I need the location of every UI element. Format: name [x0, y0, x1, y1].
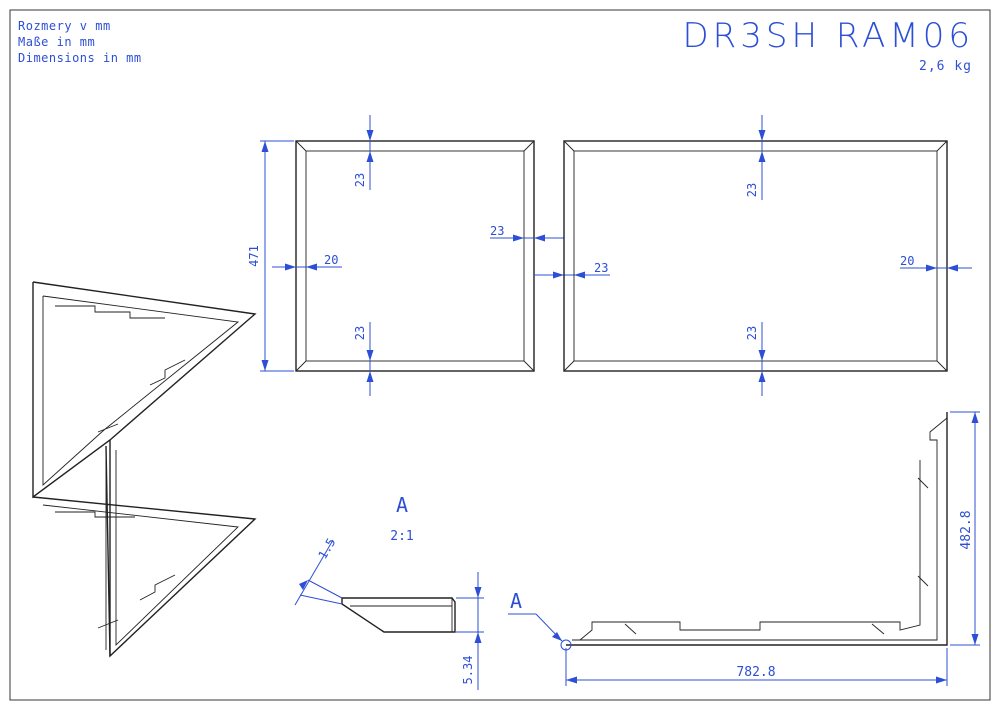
units-note-line1: Rozmery v mm — [18, 19, 111, 33]
units-note-line3: Dimensions in mm — [18, 51, 142, 65]
dim-front-side — [272, 263, 342, 271]
sheet-border — [9, 9, 991, 701]
dim-front-bottom — [366, 322, 374, 396]
isometric-view — [32, 281, 257, 658]
dim-bottom-width — [565, 648, 948, 686]
label-front-bottom: 23 — [353, 326, 367, 340]
units-note-line2: Maße in mm — [18, 35, 96, 49]
label-side-top: 23 — [745, 183, 759, 197]
label-front-side: 20 — [324, 253, 338, 267]
dim-front-height — [260, 140, 294, 372]
detail-callout — [508, 613, 563, 642]
detail-a-profile — [341, 597, 456, 633]
bottom-profile-view — [560, 412, 948, 651]
drawing-title: DR3SH RAM06 — [682, 16, 974, 56]
label-side-side: 20 — [900, 254, 914, 268]
label-between-lower: 23 — [594, 261, 608, 275]
label-between-upper: 23 — [490, 224, 504, 238]
dim-between — [490, 234, 610, 279]
dim-bottom-height — [950, 411, 980, 646]
front-view-frame — [295, 140, 535, 372]
label-detail-bottom: 5.34 — [461, 656, 475, 685]
label-front-height: 471 — [247, 245, 261, 267]
dim-side-top — [758, 115, 766, 200]
detail-callout-label: A — [510, 589, 522, 613]
drawing-weight: 2,6 kg — [919, 59, 972, 74]
label-bottom-width: 782.8 — [736, 665, 775, 680]
detail-label: A — [396, 493, 408, 517]
label-bottom-height: 482.8 — [959, 510, 974, 549]
side-view-frame — [563, 140, 948, 372]
label-side-bottom: 23 — [745, 326, 759, 340]
dim-detail-top — [294, 539, 343, 606]
dim-front-top — [366, 115, 374, 190]
detail-scale: 2:1 — [390, 529, 413, 544]
label-front-top: 23 — [353, 173, 367, 187]
dim-side-side — [900, 264, 972, 272]
label-detail-top: 1.5 — [315, 536, 338, 562]
dim-side-bottom — [758, 322, 766, 396]
units-note: Rozmery v mm Maße in mm Dimensions in mm — [18, 18, 142, 66]
dim-detail-bottom — [456, 572, 484, 690]
